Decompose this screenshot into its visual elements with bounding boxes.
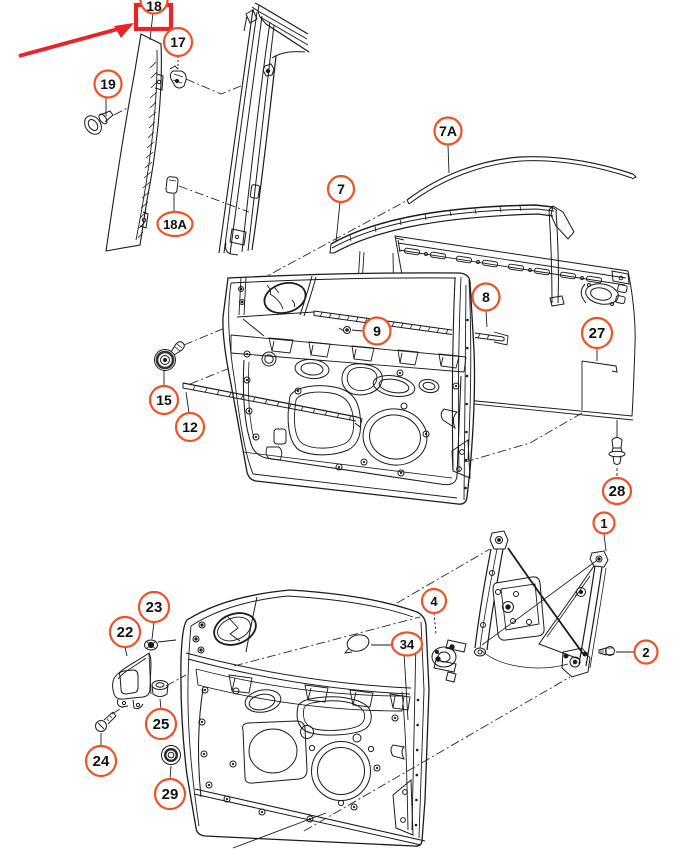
svg-text:34: 34: [400, 637, 415, 652]
svg-text:18: 18: [146, 0, 162, 14]
svg-text:2: 2: [642, 645, 649, 660]
svg-text:8: 8: [482, 289, 490, 305]
svg-text:4: 4: [430, 594, 438, 609]
svg-text:23: 23: [146, 599, 163, 616]
svg-text:9: 9: [373, 323, 381, 339]
svg-text:27: 27: [589, 325, 606, 342]
svg-text:18A: 18A: [163, 217, 187, 232]
svg-text:1: 1: [600, 516, 607, 531]
svg-text:19: 19: [100, 76, 116, 92]
svg-text:29: 29: [162, 786, 179, 803]
svg-text:24: 24: [93, 753, 110, 770]
svg-text:22: 22: [117, 624, 134, 641]
svg-text:12: 12: [182, 419, 198, 435]
svg-text:28: 28: [609, 483, 626, 500]
svg-text:7A: 7A: [439, 123, 457, 139]
svg-text:15: 15: [156, 392, 172, 408]
svg-text:17: 17: [170, 34, 186, 50]
svg-text:7: 7: [337, 181, 345, 197]
svg-text:25: 25: [153, 716, 170, 733]
